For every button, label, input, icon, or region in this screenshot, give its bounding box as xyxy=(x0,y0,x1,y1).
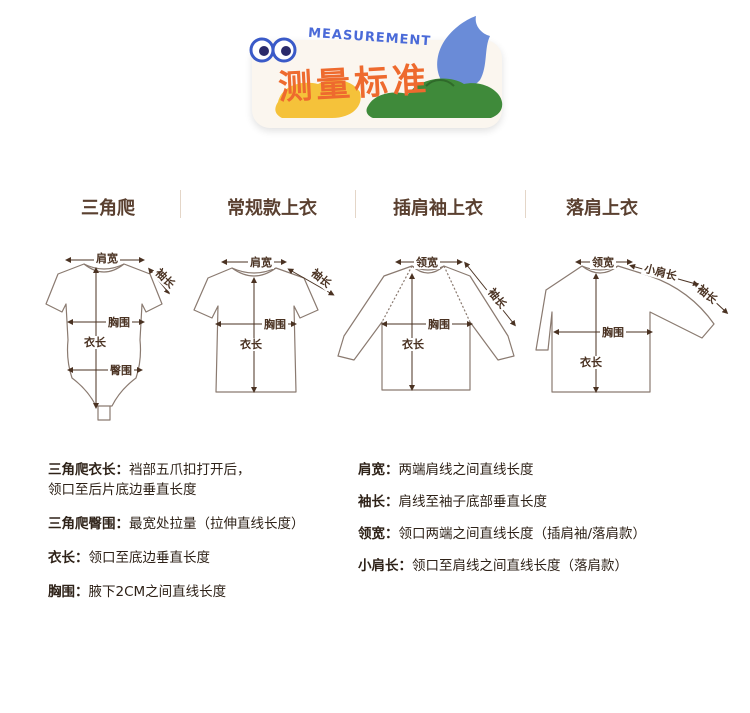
definition-desc: 领口至底边垂直长度 xyxy=(88,550,211,566)
category-romper: 三角爬 xyxy=(81,198,135,219)
definition-term: 三角爬臀围： xyxy=(48,516,129,532)
category-divider xyxy=(355,190,356,218)
definition-term: 肩宽： xyxy=(358,462,399,478)
eyes-icon xyxy=(249,37,297,63)
definitions-right: 肩宽：两端肩线之间直线长度 袖长：肩线至袖子底部垂直长度 领宽：领口两端之间直线… xyxy=(358,460,718,576)
category-divider xyxy=(180,190,181,218)
definition-desc: 裆部五爪扣打开后， xyxy=(129,462,251,478)
category-regular: 常规款上衣 xyxy=(227,198,317,219)
definition-desc: 肩线至袖子底部垂直长度 xyxy=(398,494,548,510)
dropped-length-label: 衣长 xyxy=(578,356,604,369)
definition-item: 胸围：腋下2CM之间直线长度 xyxy=(48,582,348,602)
raglan-collar-label: 领宽 xyxy=(414,256,440,269)
definition-desc: 两端肩线之间直线长度 xyxy=(398,462,534,478)
regular-shoulder-label: 肩宽 xyxy=(248,256,274,269)
header-decoration xyxy=(275,16,503,118)
definition-desc: 最宽处拉量（拉伸直线长度） xyxy=(129,516,305,532)
category-row: 三角爬 常规款上衣 插肩袖上衣 落肩上衣 xyxy=(0,190,750,220)
definition-item: 三角爬衣长：裆部五爪扣打开后， xyxy=(48,460,348,480)
definition-desc: 领口两端之间直线长度（插肩袖/落肩款） xyxy=(398,526,647,542)
dropped-chest-label: 胸围 xyxy=(600,326,626,339)
dropped-collar-label: 领宽 xyxy=(590,256,616,269)
definition-item: 三角爬臀围：最宽处拉量（拉伸直线长度） xyxy=(48,514,348,534)
definition-term: 小肩长： xyxy=(358,558,412,574)
raglan-length-label: 衣长 xyxy=(400,338,426,351)
romper-hip-label: 臀围 xyxy=(108,364,134,377)
definition-item: 袖长：肩线至袖子底部垂直长度 xyxy=(358,492,718,512)
garment-outlines xyxy=(45,257,729,421)
definition-desc-continued: 领口至后片底边垂直长度 xyxy=(48,482,197,498)
definition-item: 衣长：领口至底边垂直长度 xyxy=(48,548,348,568)
category-dropped: 落肩上衣 xyxy=(566,198,638,219)
header-badge: MEASUREMENT 测量标准 xyxy=(248,14,506,128)
definition-desc: 领口至肩线之间直线长度（落肩款） xyxy=(412,558,628,574)
regular-outline xyxy=(193,267,319,393)
romper-chest-label: 胸围 xyxy=(106,316,132,329)
romper-length-label: 衣长 xyxy=(82,336,108,349)
category-divider xyxy=(525,190,526,218)
regular-chest-label: 胸围 xyxy=(262,318,288,331)
header-title: 测量标准 xyxy=(277,60,432,108)
definition-term: 领宽： xyxy=(358,526,399,542)
definitions-left: 三角爬衣长：裆部五爪扣打开后， 领口至后片底边垂直长度 三角爬臀围：最宽处拉量（… xyxy=(48,460,348,602)
definition-item: 肩宽：两端肩线之间直线长度 xyxy=(358,460,718,480)
regular-length-label: 衣长 xyxy=(238,338,264,351)
category-raglan: 插肩袖上衣 xyxy=(393,198,483,219)
raglan-chest-label: 胸围 xyxy=(426,318,452,331)
dropped-outline xyxy=(535,265,715,393)
definition-item: 领宽：领口两端之间直线长度（插肩袖/落肩款） xyxy=(358,524,718,544)
definition-item: 小肩长：领口至肩线之间直线长度（落肩款） xyxy=(358,556,718,576)
garment-diagrams: 肩宽 袖长 胸围 衣长 臀围 肩宽 袖长 胸围 衣长 领宽 袖长 胸围 衣长 领… xyxy=(0,240,750,430)
definition-term: 衣长： xyxy=(48,550,89,566)
definition-desc: 腋下2CM之间直线长度 xyxy=(88,584,227,600)
definition-term: 袖长： xyxy=(358,494,399,510)
definition-term: 三角爬衣长： xyxy=(48,462,129,478)
romper-outline xyxy=(45,263,163,407)
romper-shoulder-label: 肩宽 xyxy=(94,252,120,265)
definition-term: 胸围： xyxy=(48,584,89,600)
